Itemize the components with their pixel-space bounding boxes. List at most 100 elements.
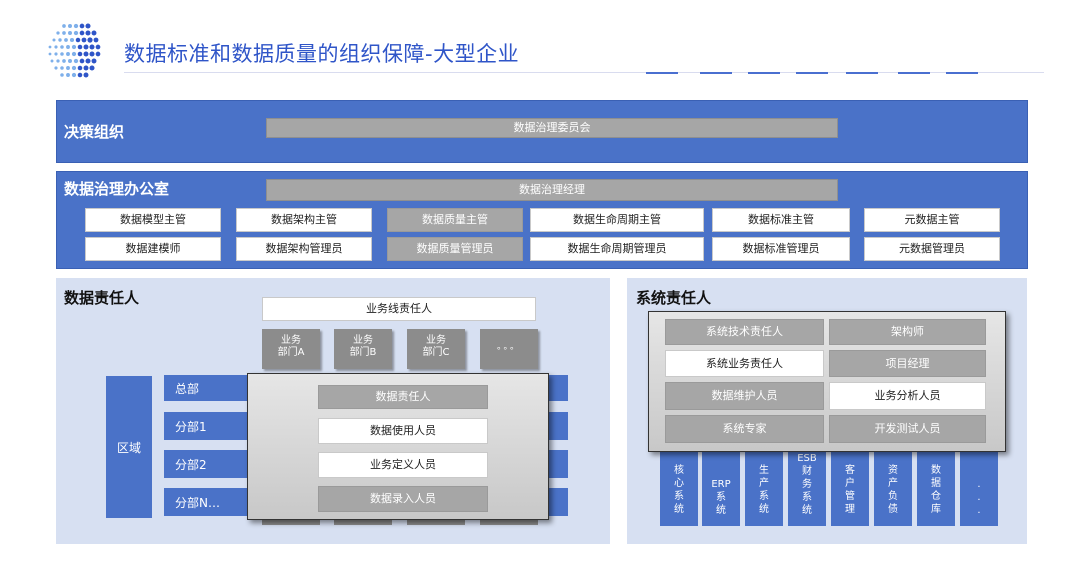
system-char: 管 xyxy=(845,491,855,502)
system-char: 据 xyxy=(931,478,941,489)
header-dash xyxy=(700,72,732,74)
logo-dot xyxy=(66,45,70,49)
dept-column xyxy=(480,515,538,525)
header-dash xyxy=(898,72,930,74)
office-role-box: 数据生命周期主管 xyxy=(530,208,704,232)
system-char: 统 xyxy=(802,505,812,516)
header-dash xyxy=(796,72,828,74)
office-role-box: 元数据管理员 xyxy=(864,237,1000,261)
logo-dot xyxy=(66,66,70,70)
logo-dot xyxy=(54,45,58,49)
office-title: 数据治理办公室 xyxy=(64,180,170,198)
dept-label-line2: 部门A xyxy=(277,347,305,358)
office-role-box: 数据建模师 xyxy=(85,237,221,261)
branch-label: 分部N… xyxy=(175,496,220,510)
logo-dot xyxy=(89,65,95,71)
office-role-box: 元数据主管 xyxy=(864,208,1000,232)
system-char: ESB xyxy=(797,453,817,464)
logo-dot xyxy=(79,58,85,64)
header-dash xyxy=(646,72,678,74)
logo-dot xyxy=(87,37,93,43)
system-char: 务 xyxy=(802,479,812,490)
logo-dot xyxy=(79,30,85,36)
dept-card: 业务 部门A xyxy=(262,329,320,369)
logo-dot xyxy=(48,45,52,49)
system-char: 系 xyxy=(674,491,684,502)
logo-dot xyxy=(77,65,83,71)
dept-column xyxy=(262,515,320,525)
system-char: . xyxy=(977,492,981,503)
system-char: 统 xyxy=(674,504,684,515)
logo-dot xyxy=(91,58,97,64)
logo-dot xyxy=(56,59,60,63)
logo-dot xyxy=(77,51,83,57)
system-char: 资 xyxy=(888,465,898,476)
data-role-box: 数据责任人 xyxy=(318,385,488,409)
office-role-box: 数据生命周期管理员 xyxy=(530,237,704,261)
logo-dot xyxy=(77,72,83,78)
system-role-box: 系统技术责任人 xyxy=(665,319,824,345)
system-char: 仓 xyxy=(931,491,941,502)
system-char: 统 xyxy=(716,505,726,516)
system-role-box: 架构师 xyxy=(829,319,986,345)
region-label: 区域 xyxy=(116,441,141,455)
system-column: 资产负债 xyxy=(874,450,912,526)
system-char: 核 xyxy=(674,465,684,476)
logo-dot xyxy=(79,23,85,29)
dept-card: 业务 部门C xyxy=(407,329,465,369)
header-divider xyxy=(124,72,1044,73)
logo-dot xyxy=(58,38,62,42)
logo-dot xyxy=(66,52,70,56)
logo-dot xyxy=(69,37,75,43)
logo-dot xyxy=(83,51,89,57)
system-char: 心 xyxy=(674,478,684,489)
branch-label: 总部 xyxy=(175,382,200,396)
system-char: 客 xyxy=(845,465,855,476)
logo-dot xyxy=(81,37,87,43)
line-owner-box: 业务线责任人 xyxy=(262,297,536,321)
system-char: . xyxy=(977,505,981,516)
logo-dot xyxy=(60,45,64,49)
system-char: 产 xyxy=(888,478,898,489)
logo-dot xyxy=(83,44,89,50)
data-role-box: 业务定义人员 xyxy=(318,452,488,478)
logo-dot xyxy=(83,65,89,71)
region-block: 区域 xyxy=(106,376,152,518)
office-role-box: 数据标准主管 xyxy=(712,208,850,232)
system-column: 核心系统 xyxy=(660,450,698,526)
logo-dot xyxy=(68,24,72,28)
header-dash xyxy=(748,72,780,74)
logo-dot xyxy=(73,23,79,29)
logo-dot xyxy=(93,37,99,43)
dept-column xyxy=(407,515,465,525)
cube-logo-icon xyxy=(48,23,101,78)
system-char: 户 xyxy=(845,478,855,489)
system-role-box: 系统专家 xyxy=(665,415,824,443)
system-owner-title: 系统责任人 xyxy=(636,289,712,307)
system-char: . xyxy=(977,479,981,490)
dept-more-label: 。。。 xyxy=(496,342,521,352)
data-owner-title: 数据责任人 xyxy=(64,289,140,307)
header-dash xyxy=(846,72,878,74)
governance-committee-bar: 数据治理委员会 xyxy=(266,118,838,138)
logo-dot xyxy=(54,66,58,70)
dept-card-more: 。。。 xyxy=(480,329,538,369)
logo-dot xyxy=(77,44,83,50)
system-char: 系 xyxy=(802,492,812,503)
system-role-box: 系统业务责任人 xyxy=(665,350,824,377)
logo-dot xyxy=(60,52,64,56)
branch-label: 分部1 xyxy=(175,420,207,434)
logo-dot xyxy=(85,23,91,29)
branch-label: 分部2 xyxy=(175,458,207,472)
system-char: ERP xyxy=(711,479,731,490)
logo-dot xyxy=(60,73,64,77)
system-char: 系 xyxy=(759,491,769,502)
logo-dot xyxy=(60,66,64,70)
office-role-box: 数据架构管理员 xyxy=(236,237,372,261)
system-char: 债 xyxy=(888,504,898,515)
dept-label-line2: 部门B xyxy=(349,347,377,358)
logo-dot xyxy=(62,24,66,28)
office-role-box: 数据质量管理员 xyxy=(387,237,523,261)
